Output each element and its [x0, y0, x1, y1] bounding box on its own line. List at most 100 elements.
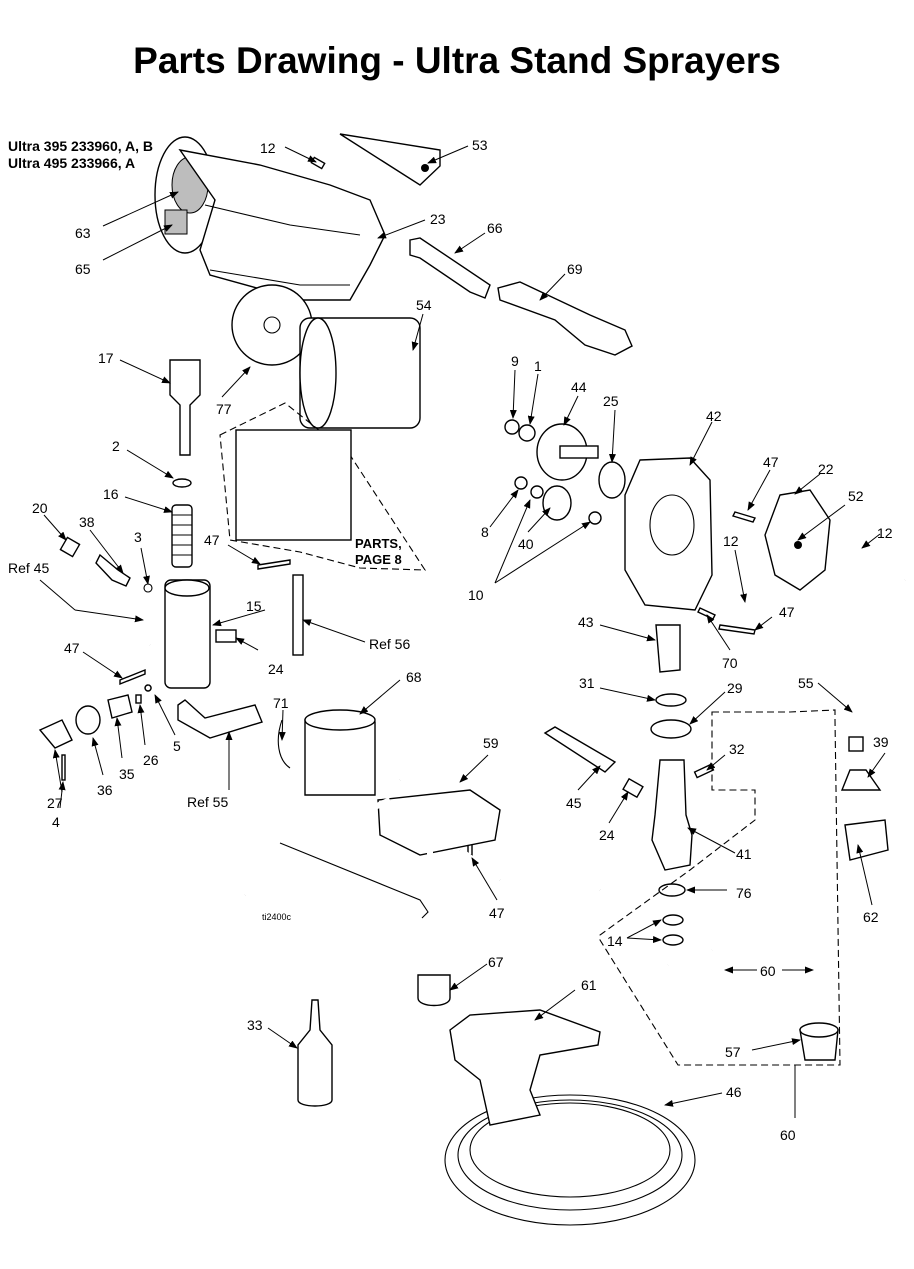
callout-47-e: 47 [489, 905, 505, 921]
part-39-foot [840, 769, 882, 791]
callout-76: 76 [736, 885, 752, 901]
callout-29: 29 [727, 680, 743, 696]
part-10-washer-b [588, 511, 602, 525]
part-12-screw [310, 156, 326, 170]
part-16-filter [171, 504, 193, 568]
part-1-washer [518, 424, 536, 442]
part-71-strap [277, 719, 291, 769]
part-2-oring [172, 478, 192, 488]
model-label-395: Ultra 395 233960, A, B [8, 138, 154, 154]
part-ref56-probe [292, 574, 304, 656]
callout-22: 22 [818, 461, 834, 477]
part-20-clip [59, 536, 81, 558]
callout-27: 27 [47, 795, 63, 811]
part-14-oring-a [662, 914, 684, 926]
part-68-bucket [304, 719, 376, 796]
part-59-stand-plate [377, 789, 501, 856]
part-35-valve [107, 694, 133, 719]
part-24-fitting-b [622, 777, 644, 799]
part-47-screw-b [119, 668, 146, 686]
part-45-tube [543, 726, 617, 773]
part-3-oring [143, 583, 153, 593]
part-46-hose-coil [444, 1094, 696, 1226]
callout-47-d: 47 [64, 640, 80, 656]
callout-33: 33 [247, 1017, 263, 1033]
part-62-clip [844, 819, 889, 861]
callout-67: 67 [488, 954, 504, 970]
callout-44: 44 [571, 379, 587, 395]
callout-4: 4 [52, 814, 60, 830]
callout-14: 14 [607, 933, 623, 949]
callout-2: 2 [112, 438, 120, 454]
callout-43: 43 [578, 614, 594, 630]
callout-24-b: 24 [599, 827, 615, 843]
part-53-label [339, 133, 441, 186]
callout-63: 63 [75, 225, 91, 241]
part-4-pin [61, 754, 66, 781]
part-60-group-outline [599, 709, 841, 1066]
callout-10: 10 [468, 587, 484, 603]
callout-54: 54 [416, 297, 432, 313]
part-23-shroud [178, 148, 386, 301]
callout-60-a: 60 [760, 963, 776, 979]
callout-26: 26 [143, 752, 159, 768]
callout-ref-56: Ref 56 [369, 636, 410, 652]
part-76-ring [658, 883, 686, 897]
part-65-label-area [164, 209, 188, 235]
callout-70: 70 [722, 655, 738, 671]
callout-69: 69 [567, 261, 583, 277]
part-gearbox-assembly [235, 429, 352, 541]
part-33-bottle [297, 999, 333, 1107]
callout-62: 62 [863, 909, 879, 925]
callout-12-b: 12 [723, 533, 739, 549]
callout-47-a: 47 [763, 454, 779, 470]
callout-23: 23 [430, 211, 446, 227]
callout-8: 8 [481, 524, 489, 540]
callout-15: 15 [246, 598, 262, 614]
callout-57: 57 [725, 1044, 741, 1060]
part-52-dot [794, 541, 802, 549]
callout-59: 59 [483, 735, 499, 751]
part-29-nut [650, 719, 692, 739]
leader-lines [39, 145, 886, 1118]
part-53-dot [421, 164, 429, 172]
callout-65: 65 [75, 261, 91, 277]
callout-41: 41 [736, 846, 752, 862]
callout-66: 66 [487, 220, 503, 236]
callout-71: 71 [273, 695, 289, 711]
part-14-oring-b [662, 934, 684, 946]
part-10-washer-a [530, 485, 544, 499]
callout-45: 45 [566, 795, 582, 811]
callout-38: 38 [79, 514, 95, 530]
callout-25: 25 [603, 393, 619, 409]
part-61-spray-gun [449, 1009, 601, 1126]
callout-60-b: 60 [780, 1127, 796, 1143]
callout-39: 39 [873, 734, 889, 750]
parts-page-note-line2: PAGE 8 [355, 552, 402, 567]
callout-ref-45: Ref 45 [8, 560, 49, 576]
callout-68: 68 [406, 669, 422, 685]
callout-46: 46 [726, 1084, 742, 1100]
callout-47-c: 47 [779, 604, 795, 620]
callout-ref-55: Ref 55 [187, 794, 228, 810]
part-5-oring [144, 684, 152, 692]
part-67-cap [417, 974, 451, 1007]
callout-35: 35 [119, 766, 135, 782]
callout-32: 32 [729, 741, 745, 757]
part-25-washer [598, 461, 626, 499]
part-drawings [38, 133, 906, 1226]
callout-12-a: 12 [260, 140, 276, 156]
callout-40: 40 [518, 536, 534, 552]
page-title: Parts Drawing - Ultra Stand Sprayers [133, 40, 781, 81]
callout-16: 16 [103, 486, 119, 502]
callout-3: 3 [134, 529, 142, 545]
part-24-fitting-a [215, 629, 237, 643]
part-47-screw-c [732, 511, 756, 523]
parts-page-note-line1: PARTS, [355, 536, 402, 551]
callout-55: 55 [798, 675, 814, 691]
part-47-screw-d [718, 624, 756, 635]
callout-31: 31 [579, 675, 595, 691]
callout-labels: 12 53 63 65 23 66 69 54 17 77 9 1 44 25 … [8, 137, 893, 1143]
callout-36: 36 [97, 782, 113, 798]
